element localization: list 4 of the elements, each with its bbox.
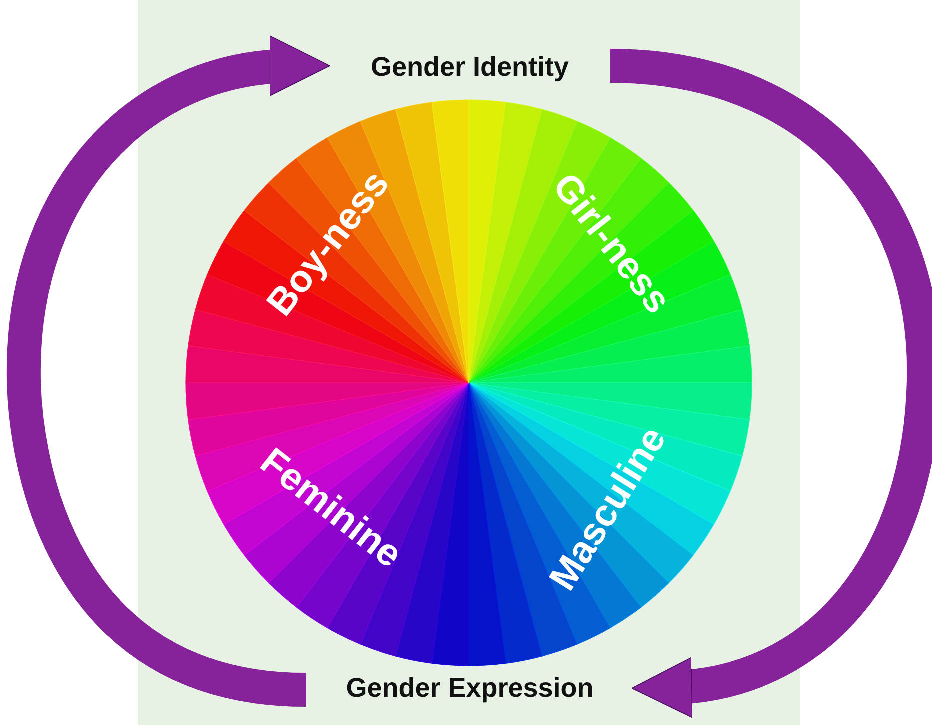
curved-arrow	[609, 49, 932, 716]
axis-title: Gender Identity	[370, 52, 570, 83]
axis-title: Gender Expression	[346, 673, 594, 704]
curved-arrow	[7, 37, 330, 707]
